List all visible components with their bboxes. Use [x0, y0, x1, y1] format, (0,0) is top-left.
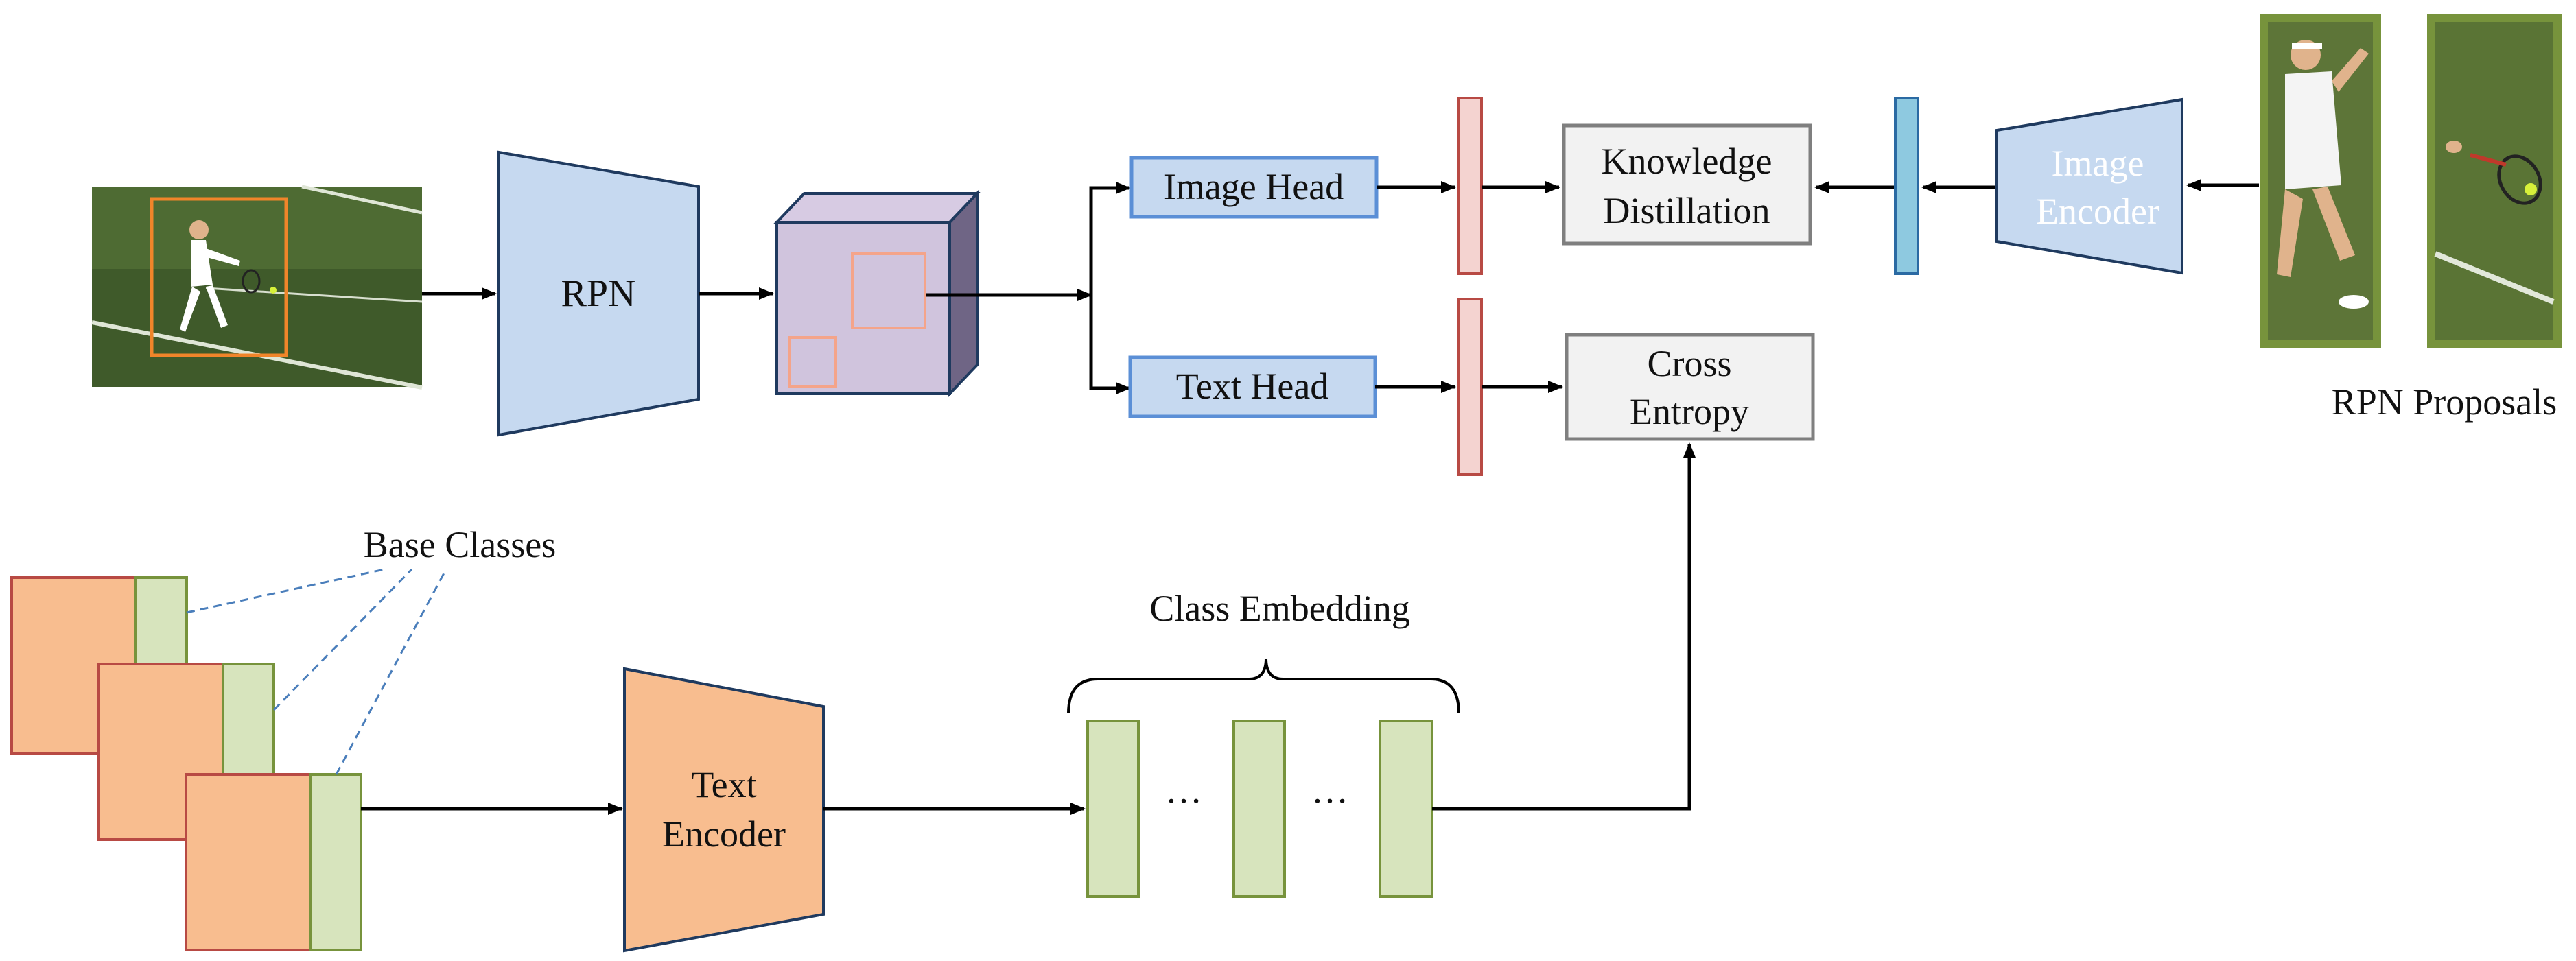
roi-box-large — [851, 252, 926, 329]
rpn-label: RPN — [561, 272, 636, 315]
input-image — [91, 185, 423, 390]
base-class-card-3 — [185, 773, 362, 951]
base-classes-leader-lines — [186, 568, 447, 775]
knowledge-distillation-box: Knowledge Distillation — [1562, 123, 1812, 246]
feature-map-cube — [773, 190, 981, 397]
image-region-embedding — [1457, 97, 1483, 275]
class-embedding-vector-2 — [1232, 720, 1286, 898]
ce-line1: Cross — [1647, 343, 1731, 384]
rpn-proposal-crop-1 — [2260, 14, 2381, 348]
arrow-embeddings-to-cross-entropy — [1432, 442, 1696, 811]
text-encoder-line2: Encoder — [662, 814, 786, 855]
base-classes-label: Base Classes — [364, 524, 556, 565]
ellipsis-2: … — [1311, 770, 1348, 811]
base-classes-stack — [10, 576, 362, 951]
ellipsis-1: … — [1165, 770, 1202, 811]
cross-entropy-box: Cross Entropy — [1565, 333, 1815, 441]
image-head-label: Image Head — [1164, 166, 1344, 207]
kd-line1: Knowledge — [1602, 141, 1772, 182]
clip-image-embedding — [1894, 97, 1919, 275]
rpn-proposals-label: RPN Proposals — [2332, 381, 2557, 423]
rpn-proposal-crop-2 — [2427, 14, 2562, 348]
class-embedding-label: Class Embedding — [1149, 588, 1409, 629]
image-encoder-line2: Encoder — [2036, 191, 2159, 232]
text-region-embedding — [1457, 298, 1483, 476]
text-head-label: Text Head — [1176, 366, 1329, 407]
cube-to-heads-connectors — [926, 182, 1131, 394]
image-head: Image Head — [1129, 156, 1379, 219]
class-embedding-brace — [1067, 658, 1460, 714]
class-embedding-vector-3 — [1379, 720, 1433, 898]
ce-line2: Entropy — [1630, 391, 1749, 432]
text-encoder-line1: Text — [691, 764, 756, 805]
image-encoder-line1: Image — [2052, 143, 2144, 184]
class-embedding-vector-1 — [1086, 720, 1140, 898]
rpn-block: RPN — [497, 150, 700, 437]
bounding-box — [150, 197, 288, 357]
text-encoder-block: Text Encoder — [623, 667, 825, 953]
kd-line2: Distillation — [1604, 190, 1770, 231]
image-encoder-block: Image Encoder — [1995, 97, 2183, 275]
text-head: Text Head — [1128, 355, 1377, 418]
roi-box-small — [788, 336, 837, 388]
